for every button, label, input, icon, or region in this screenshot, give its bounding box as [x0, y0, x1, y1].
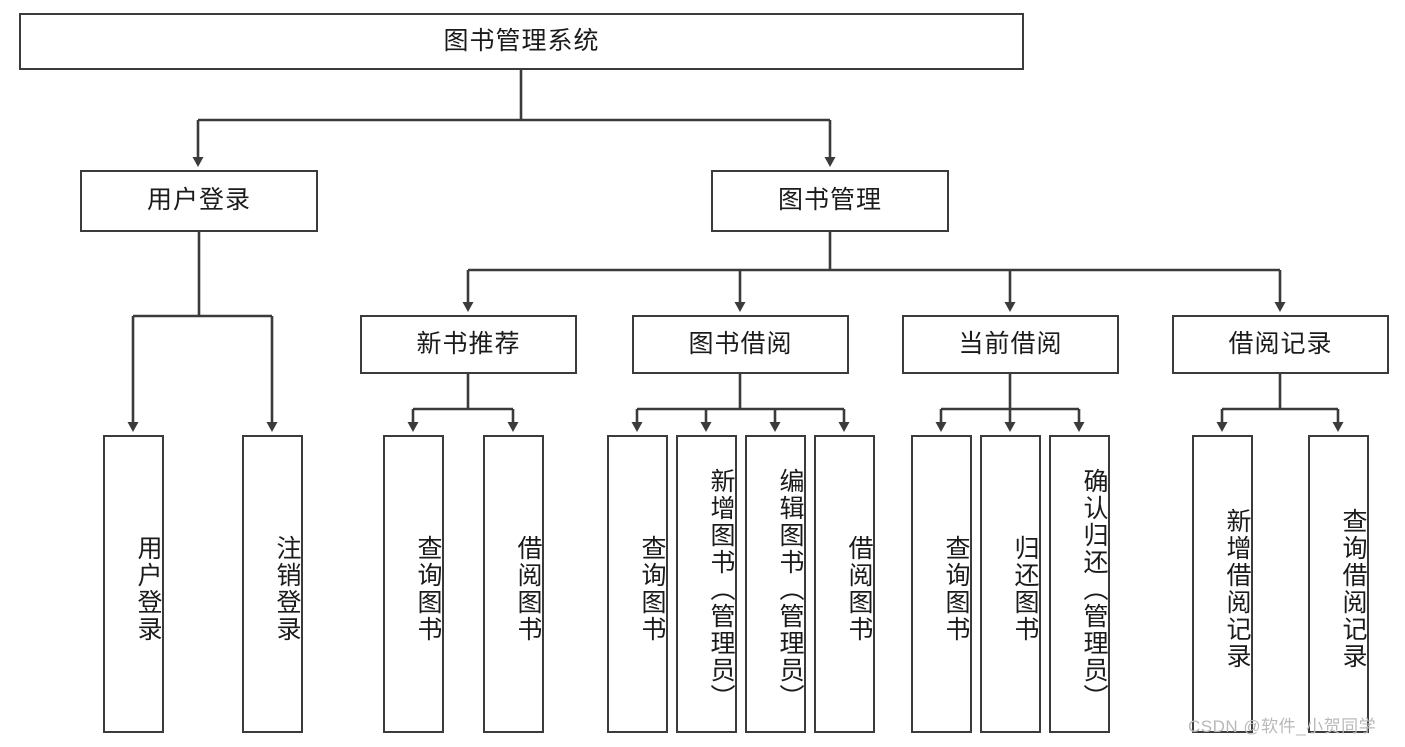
node-label: 新书推荐 [416, 329, 521, 358]
node-label: 用户登录 [146, 186, 251, 215]
leaf-current-borrow-query[interactable]: 查询图书 [911, 435, 972, 733]
node-label: 图书管理系统 [443, 26, 600, 55]
node-label: 借阅图书 [514, 535, 542, 643]
node-label: 确认归还（管理员） [1080, 467, 1108, 711]
leaf-user-login-login[interactable]: 用户登录 [103, 435, 164, 733]
node-borrow-record[interactable]: 借阅记录 [1172, 315, 1389, 374]
leaf-user-login-logout[interactable]: 注销登录 [242, 435, 303, 733]
node-label: 归还图书 [1011, 535, 1039, 643]
node-label: 借阅图书 [845, 535, 873, 643]
node-label: 用户登录 [134, 535, 162, 643]
leaf-book-borrow-query[interactable]: 查询图书 [607, 435, 668, 733]
node-label: 查询图书 [942, 535, 970, 643]
node-book-borrow[interactable]: 图书借阅 [632, 315, 849, 374]
leaf-new-book-borrow[interactable]: 借阅图书 [483, 435, 544, 733]
leaf-book-borrow-borrow[interactable]: 借阅图书 [814, 435, 875, 733]
node-label: 借阅记录 [1228, 329, 1333, 358]
node-root-system[interactable]: 图书管理系统 [19, 13, 1024, 70]
watermark: CSDN @软件_小贺同学 [1188, 717, 1377, 736]
node-label: 查询借阅记录 [1339, 508, 1367, 670]
leaf-book-borrow-add[interactable]: 新增图书（管理员） [676, 435, 737, 733]
leaf-borrow-record-add[interactable]: 新增借阅记录 [1192, 435, 1253, 733]
leaf-new-book-query[interactable]: 查询图书 [383, 435, 444, 733]
node-label: 查询图书 [414, 535, 442, 643]
node-user-login[interactable]: 用户登录 [80, 170, 318, 232]
node-label: 图书借阅 [688, 329, 793, 358]
node-label: 注销登录 [273, 535, 301, 643]
node-label: 当前借阅 [958, 329, 1063, 358]
node-new-book-recommend[interactable]: 新书推荐 [360, 315, 577, 374]
leaf-book-borrow-edit[interactable]: 编辑图书（管理员） [745, 435, 806, 733]
leaf-borrow-record-query[interactable]: 查询借阅记录 [1308, 435, 1369, 733]
leaf-current-borrow-confirm[interactable]: 确认归还（管理员） [1049, 435, 1110, 733]
node-book-management[interactable]: 图书管理 [711, 170, 949, 232]
leaf-current-borrow-return[interactable]: 归还图书 [980, 435, 1041, 733]
node-label: 编辑图书（管理员） [776, 467, 804, 711]
node-label: 查询图书 [638, 535, 666, 643]
node-label: 新增图书（管理员） [707, 467, 735, 711]
node-label: 新增借阅记录 [1223, 508, 1251, 670]
node-label: 图书管理 [777, 186, 882, 215]
node-current-borrow[interactable]: 当前借阅 [902, 315, 1119, 374]
